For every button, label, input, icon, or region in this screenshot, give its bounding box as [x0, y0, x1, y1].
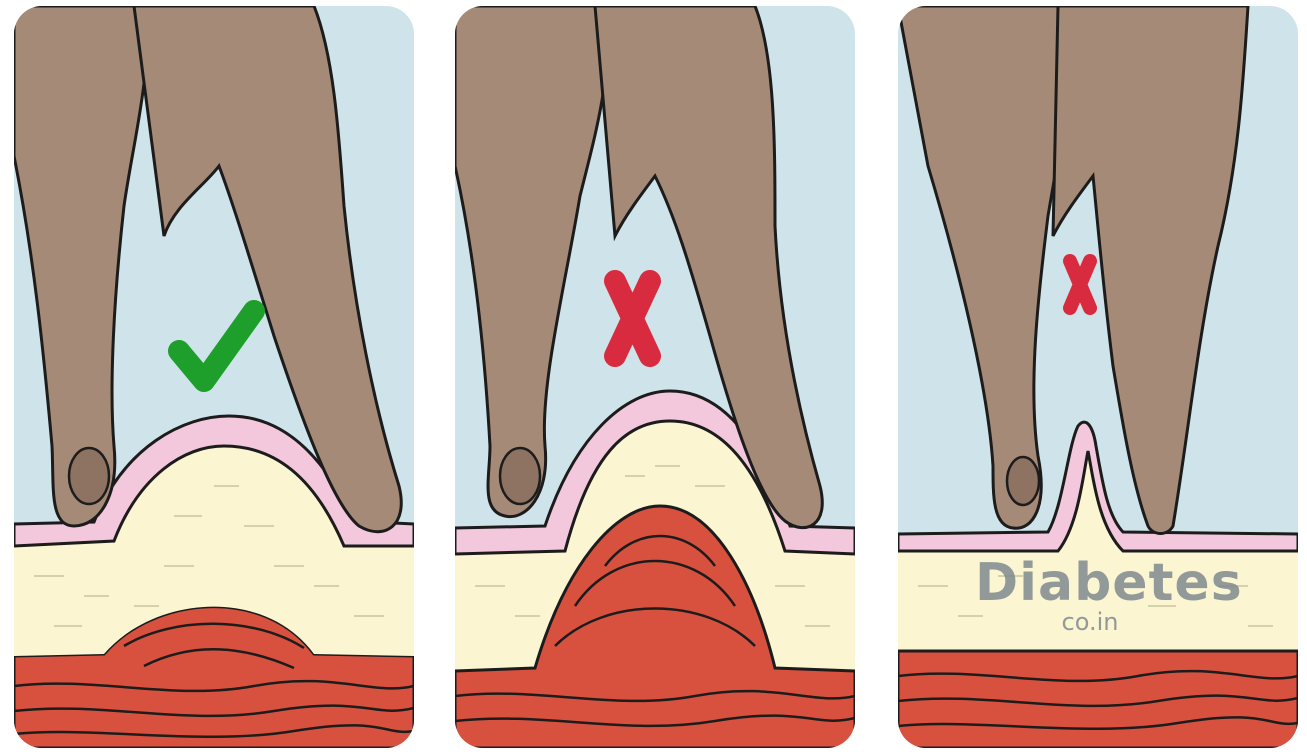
- illustration-correct: [14, 6, 414, 748]
- panel-too-shallow-pinch: [898, 6, 1298, 748]
- illustration-too-deep: [455, 6, 855, 748]
- thumbnail: [69, 448, 109, 504]
- thumbnail: [1007, 457, 1039, 505]
- thumbnail: [500, 448, 540, 504]
- illustration-too-shallow: [898, 6, 1298, 748]
- fat-layer: [898, 541, 1298, 651]
- panel-correct-pinch: [14, 6, 414, 748]
- panel-too-deep-pinch: [455, 6, 855, 748]
- cross-icon: [1070, 261, 1090, 308]
